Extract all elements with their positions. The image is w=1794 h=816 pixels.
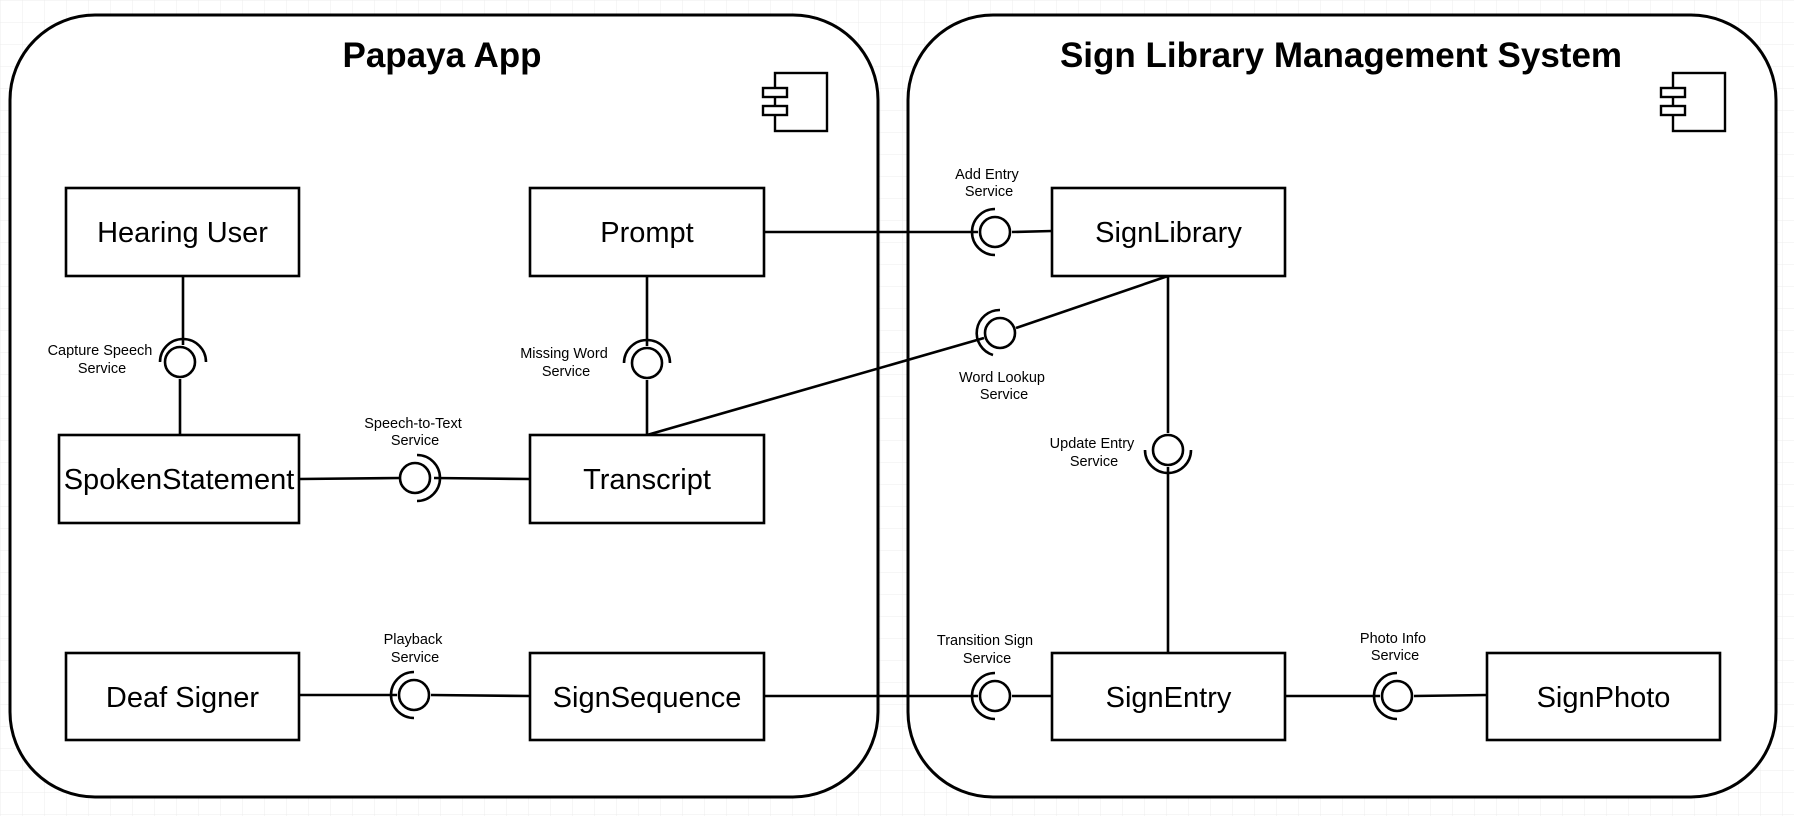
connectors [178, 229, 1488, 698]
update-entry-ball-icon [1151, 433, 1185, 467]
update-entry-label: Update Entry Service [1050, 436, 1139, 470]
spoken-statement-label: SpokenStatement [64, 464, 295, 496]
missing-word-socket-icon [622, 338, 672, 364]
component-transcript[interactable]: Transcript [528, 433, 766, 525]
word-lookup-ball-icon [983, 316, 1017, 350]
update-entry-socket-icon [1143, 449, 1193, 475]
component-sign-photo[interactable]: SignPhoto [1485, 651, 1722, 742]
speech-to-text-ball-icon [398, 461, 432, 495]
connector-transcript-left [433, 476, 531, 481]
sign-entry-label: SignEntry [1106, 682, 1232, 714]
add-entry-ball-icon [978, 215, 1012, 249]
connector-spoken-statement [298, 476, 401, 481]
sign-library-label: SignLibrary [1095, 217, 1242, 249]
connector-sign-photo-left [1413, 693, 1488, 698]
playback-label: Playback Service [384, 632, 447, 666]
add-entry-socket-icon [970, 207, 996, 257]
playback-ball-icon [397, 678, 431, 712]
component-spoken-statement[interactable]: SpokenStatement [57, 433, 301, 525]
prompt-label: Prompt [600, 217, 693, 249]
papaya-app-title: Papaya App [342, 36, 541, 75]
connector-sign-sequence-left [430, 693, 531, 698]
component-hearing-user[interactable]: Hearing User [64, 186, 301, 278]
capture-speech-ball-icon [163, 345, 197, 379]
interface-balls [163, 215, 1414, 713]
missing-word-label: Missing Word Service [520, 346, 612, 380]
sign-photo-label: SignPhoto [1537, 682, 1671, 714]
component-deaf-signer[interactable]: Deaf Signer [64, 651, 301, 742]
deaf-signer-label: Deaf Signer [106, 682, 259, 714]
service-labels: Capture Speech Service Speech-to-Text Se… [48, 167, 1430, 667]
photo-info-label: Photo Info Service [1360, 631, 1430, 664]
speech-to-text-socket-icon [416, 453, 442, 503]
playback-socket-icon [389, 670, 415, 720]
transition-sign-socket-icon [970, 671, 996, 721]
connector-transcript-diagonal [646, 336, 985, 437]
interface-sockets [158, 207, 1398, 721]
speech-to-text-label: Speech-to-Text Service [364, 416, 466, 449]
sign-sequence-label: SignSequence [553, 682, 742, 714]
word-lookup-label: Word Lookup Service [959, 370, 1049, 403]
transition-sign-label: Transition Sign Service [937, 633, 1037, 667]
component-sign-sequence[interactable]: SignSequence [528, 651, 766, 742]
transcript-label: Transcript [583, 464, 711, 496]
connector-sign-library-left [1011, 229, 1053, 234]
capture-speech-socket-icon [158, 337, 208, 363]
component-sign-library[interactable]: SignLibrary [1050, 186, 1287, 278]
sign-library-system-title: Sign Library Management System [1060, 36, 1622, 75]
component-sign-entry[interactable]: SignEntry [1050, 651, 1287, 742]
missing-word-ball-icon [630, 346, 664, 380]
transition-sign-ball-icon [978, 679, 1012, 713]
uml-component-icon [1659, 71, 1727, 133]
word-lookup-socket-icon [975, 308, 1001, 357]
photo-info-ball-icon [1380, 679, 1414, 713]
photo-info-socket-icon [1372, 671, 1398, 721]
add-entry-label: Add Entry Service [955, 167, 1023, 200]
capture-speech-label: Capture Speech Service [48, 343, 157, 377]
component-prompt[interactable]: Prompt [528, 186, 766, 278]
connector-sign-library-diagonal [1015, 274, 1169, 330]
hearing-user-label: Hearing User [97, 217, 268, 249]
uml-component-icon [761, 71, 829, 133]
